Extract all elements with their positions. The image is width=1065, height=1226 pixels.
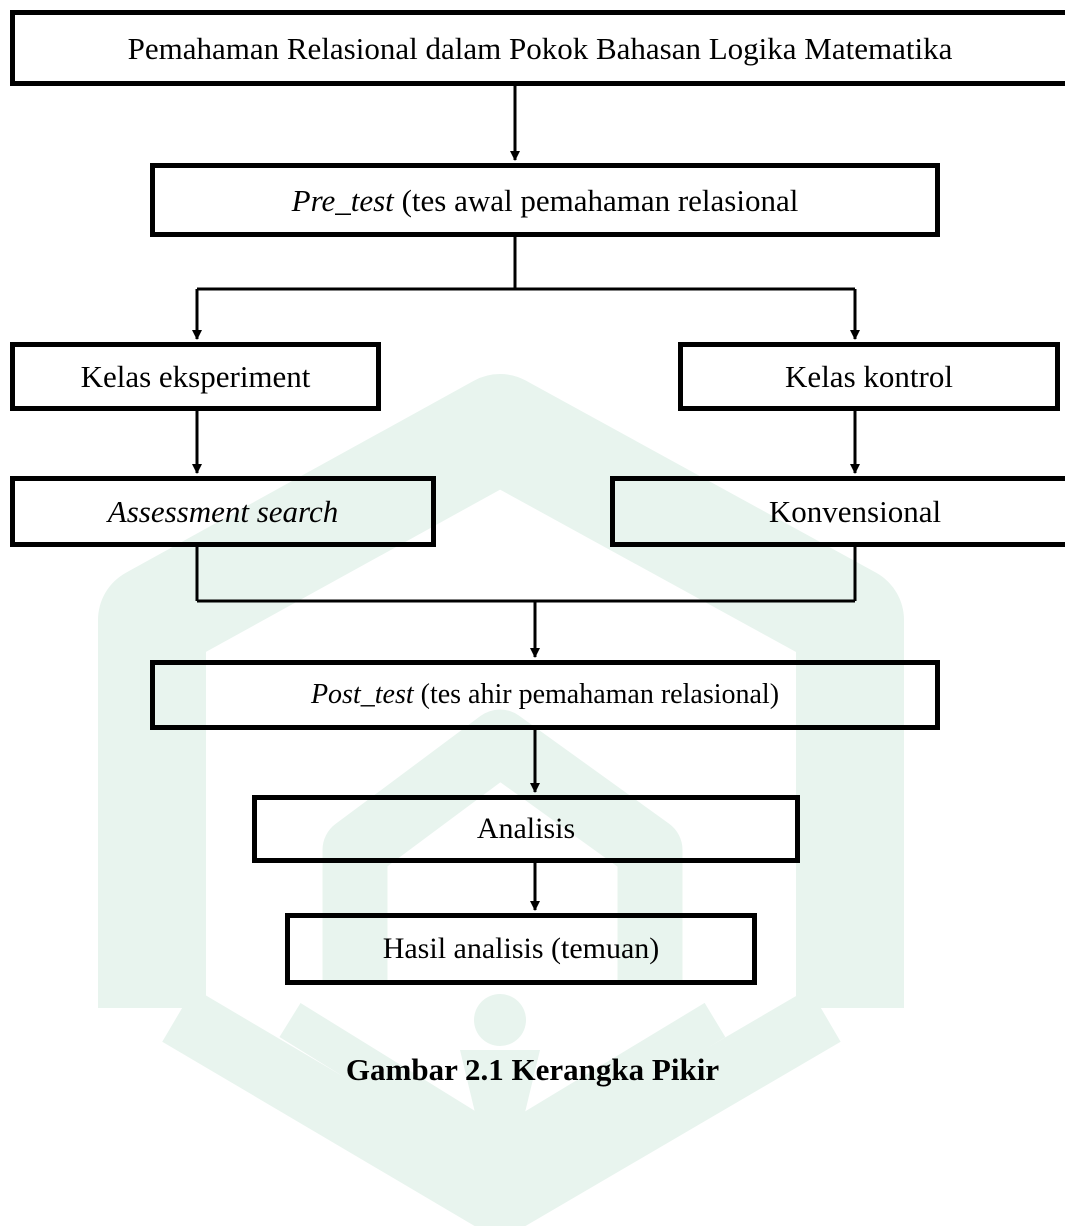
node-control-class-label: Kelas kontrol	[785, 359, 953, 394]
node-experiment-class: Kelas eksperiment	[10, 342, 381, 411]
node-control-class: Kelas kontrol	[678, 342, 1060, 411]
node-analysis: Analisis	[252, 795, 800, 863]
node-topic: Pemahaman Relasional dalam Pokok Bahasan…	[10, 10, 1065, 86]
watermark-pen-nib	[460, 1050, 540, 1175]
watermark-outer-hexagon	[98, 374, 904, 1008]
node-conventional: Konvensional	[610, 476, 1065, 547]
watermark-inner-frame	[322, 709, 683, 980]
node-assessment-search-label: Assessment search	[107, 494, 339, 529]
node-posttest-text: (tes ahir pemahaman relasional)	[413, 679, 780, 710]
node-posttest-emphasis: Post_test	[310, 679, 414, 710]
watermark-bottom-chevron	[162, 988, 841, 1226]
node-topic-label: Pemahaman Relasional dalam Pokok Bahasan…	[127, 30, 953, 66]
node-experiment-class-label: Kelas eksperiment	[80, 359, 311, 394]
node-assessment-search: Assessment search	[10, 476, 436, 547]
node-posttest: Post_test (tes ahir pemahaman relasional…	[150, 660, 940, 730]
figure-caption: Gambar 2.1 Kerangka Pikir	[345, 1052, 720, 1087]
node-pretest-emphasis: Pre_test	[291, 182, 394, 218]
node-conventional-label: Konvensional	[768, 494, 942, 529]
node-analysis-label: Analisis	[476, 812, 576, 845]
node-pretest: Pre_test (tes awal pemahaman relasional	[150, 163, 940, 237]
watermark-circle	[474, 994, 526, 1046]
node-result-label: Hasil analisis (temuan)	[382, 932, 660, 965]
node-pretest-label: Pre_test (tes awal pemahaman relasional	[292, 185, 799, 216]
node-posttest-label: Post_test (tes ahir pemahaman relasional…	[311, 681, 779, 709]
node-pretest-text: (tes awal pemahaman relasional	[393, 182, 799, 218]
node-result: Hasil analisis (temuan)	[285, 913, 757, 985]
